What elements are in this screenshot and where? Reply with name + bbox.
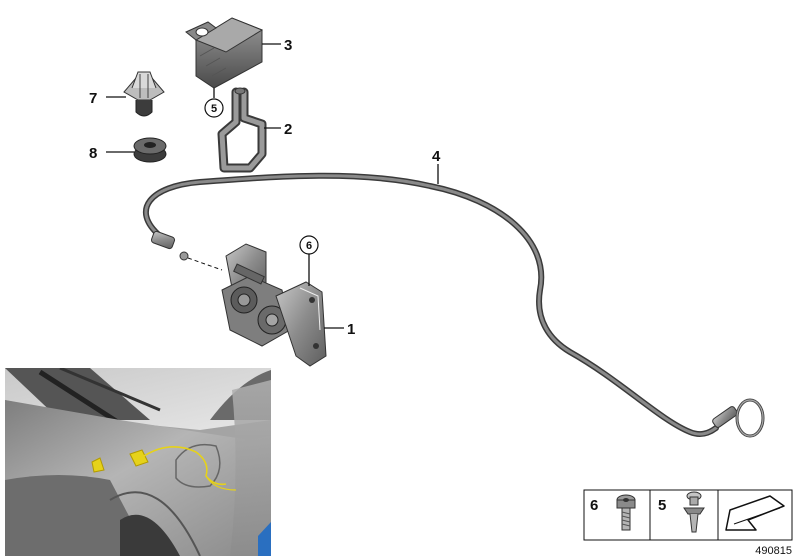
callout-5-circled: 5 [211, 103, 217, 115]
diagram-id: 490815 [755, 545, 792, 557]
callout-1: 1 [347, 321, 355, 338]
screw-icon [616, 494, 636, 531]
location-arrow-icon [725, 495, 785, 531]
callout-3: 3 [284, 37, 292, 54]
callout-6-circled: 6 [306, 240, 312, 252]
callout-2: 2 [284, 121, 292, 138]
callout-7: 7 [89, 90, 97, 107]
clip-icon [683, 491, 705, 533]
callout-circle-5 [204, 98, 224, 118]
callout-4: 4 [432, 148, 441, 165]
legend-screw-number: 6 [590, 497, 598, 514]
hose-bracket-part [217, 87, 267, 173]
expanding-rivet-part [123, 71, 165, 117]
legend-clip-number: 5 [658, 497, 666, 514]
bowden-cable-part [142, 172, 765, 438]
holder-block-part [185, 17, 264, 89]
alignment-line [187, 257, 223, 271]
callout-8: 8 [89, 145, 97, 162]
vehicle-location-inset [5, 368, 271, 556]
parts-legend: 6 5 [583, 489, 793, 541]
hinge-assembly-part [221, 243, 327, 367]
rubber-grommet-part [133, 137, 167, 163]
callout-circle-6 [299, 235, 319, 255]
